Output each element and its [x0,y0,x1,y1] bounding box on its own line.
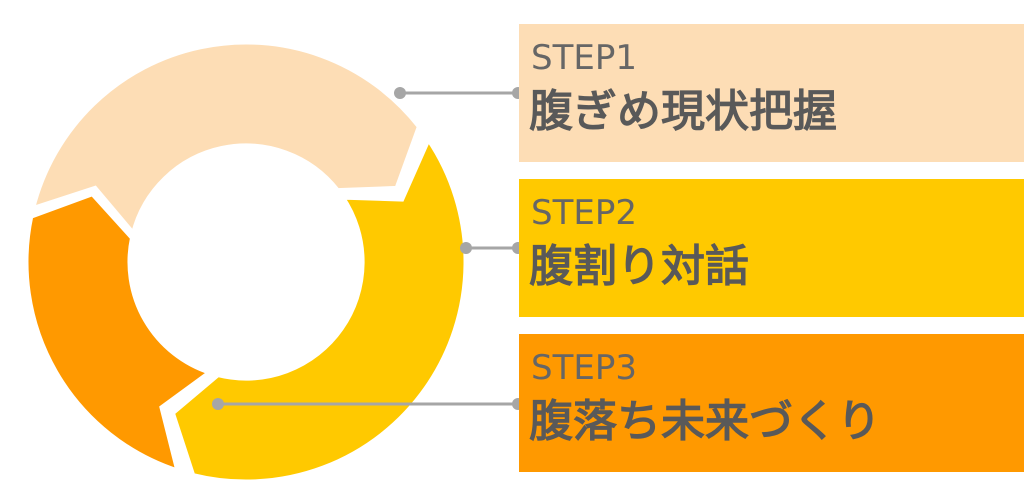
step-1-title: 腹ぎめ現状把握 [529,86,837,137]
step-1-label: STEP1 [531,38,637,78]
step-1-segment [28,39,423,240]
step-1-box: STEP1 腹ぎめ現状把握 [519,24,1024,162]
step-3-label: STEP3 [531,348,637,388]
step-2-segment [169,133,469,485]
step-3-connector-start-dot [212,398,224,410]
step-3-title: 腹落ち未来づくり [529,396,881,447]
step-2-connector [460,242,524,254]
step-2-label: STEP2 [531,193,637,233]
step-1-connector [394,87,524,99]
step-3-box: STEP3 腹落ち未来づくり [519,334,1024,472]
step-2-box: STEP2 腹割り対話 [519,179,1024,317]
step-3-segment [23,190,216,475]
step-3-connector [212,398,524,410]
step-1-connector-start-dot [394,87,406,99]
step-2-title: 腹割り対話 [529,241,749,292]
step-2-connector-start-dot [460,242,472,254]
